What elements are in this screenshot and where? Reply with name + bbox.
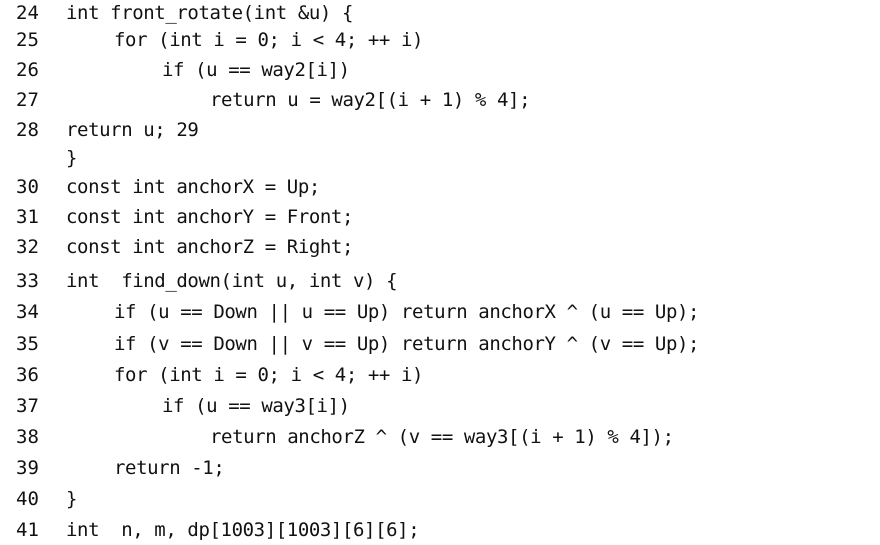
code-text: if (u == way3[i]) — [162, 395, 350, 417]
line-number: 40 — [16, 488, 39, 510]
code-text: return u = way2[(i + 1) % 4]; — [210, 89, 531, 111]
line-number: 30 — [16, 176, 39, 198]
code-text: for (int i = 0; i < 4; ++ i) — [114, 364, 424, 386]
code-text: int n, m, dp[1003][1003][6][6]; — [66, 519, 420, 541]
line-number: 26 — [16, 59, 39, 81]
line-number: 31 — [16, 206, 39, 228]
code-text: return u; 29 — [66, 119, 199, 141]
code-line: 39 return -1; — [0, 453, 880, 483]
code-line: 24 int front_rotate(int &u) { — [0, 0, 880, 28]
line-number: 28 — [16, 119, 39, 141]
code-text: if (v == Down || v == Up) return anchorY… — [114, 333, 700, 355]
code-text: for (int i = 0; i < 4; ++ i) — [114, 29, 424, 51]
code-line: 36 for (int i = 0; i < 4; ++ i) — [0, 360, 880, 390]
code-text: return anchorZ ^ (v == way3[(i + 1) % 4]… — [210, 426, 674, 448]
code-line: 37 if (u == way3[i]) — [0, 391, 880, 421]
code-line: 30 const int anchorX = Up; — [0, 172, 880, 202]
code-text: } — [66, 147, 78, 169]
code-line: 34 if (u == Down || u == Up) return anch… — [0, 297, 880, 327]
code-text: if (u == way2[i]) — [162, 59, 350, 81]
code-line: 27 return u = way2[(i + 1) % 4]; — [0, 85, 880, 115]
code-line: 25 for (int i = 0; i < 4; ++ i) — [0, 25, 880, 55]
code-line: 38 return anchorZ ^ (v == way3[(i + 1) %… — [0, 422, 880, 452]
line-number: 32 — [16, 236, 39, 258]
code-line: 31 const int anchorY = Front; — [0, 202, 880, 232]
line-number: 24 — [16, 2, 39, 24]
line-number: 36 — [16, 364, 39, 386]
line-number: 35 — [16, 333, 39, 355]
code-text: if (u == Down || u == Up) return anchorX… — [114, 301, 700, 323]
code-text: int front_rotate(int &u) { — [66, 2, 354, 24]
line-number: 39 — [16, 457, 39, 479]
line-number: 27 — [16, 89, 39, 111]
line-number: 37 — [16, 395, 39, 417]
line-number: 25 — [16, 29, 39, 51]
code-text: const int anchorX = Up; — [66, 176, 320, 198]
code-line: 28 return u; 29 — [0, 115, 880, 145]
code-line: 33 int find_down(int u, int v) { — [0, 266, 880, 296]
code-line: 26 if (u == way2[i]) — [0, 55, 880, 85]
line-number: 34 — [16, 301, 39, 323]
code-text: } — [66, 488, 78, 510]
code-text: int find_down(int u, int v) { — [66, 270, 398, 292]
code-line: 32 const int anchorZ = Right; — [0, 232, 880, 262]
code-text: const int anchorY = Front; — [66, 206, 354, 228]
code-text: return -1; — [114, 457, 225, 479]
line-number: 41 — [16, 519, 39, 541]
line-number: 38 — [16, 426, 39, 448]
code-line: 35 if (v == Down || v == Up) return anch… — [0, 329, 880, 359]
code-line: 40 } — [0, 484, 880, 514]
code-line: } — [0, 143, 880, 173]
code-text: const int anchorZ = Right; — [66, 236, 354, 258]
line-number: 33 — [16, 270, 39, 292]
code-line: 41 int n, m, dp[1003][1003][6][6]; — [0, 515, 880, 545]
